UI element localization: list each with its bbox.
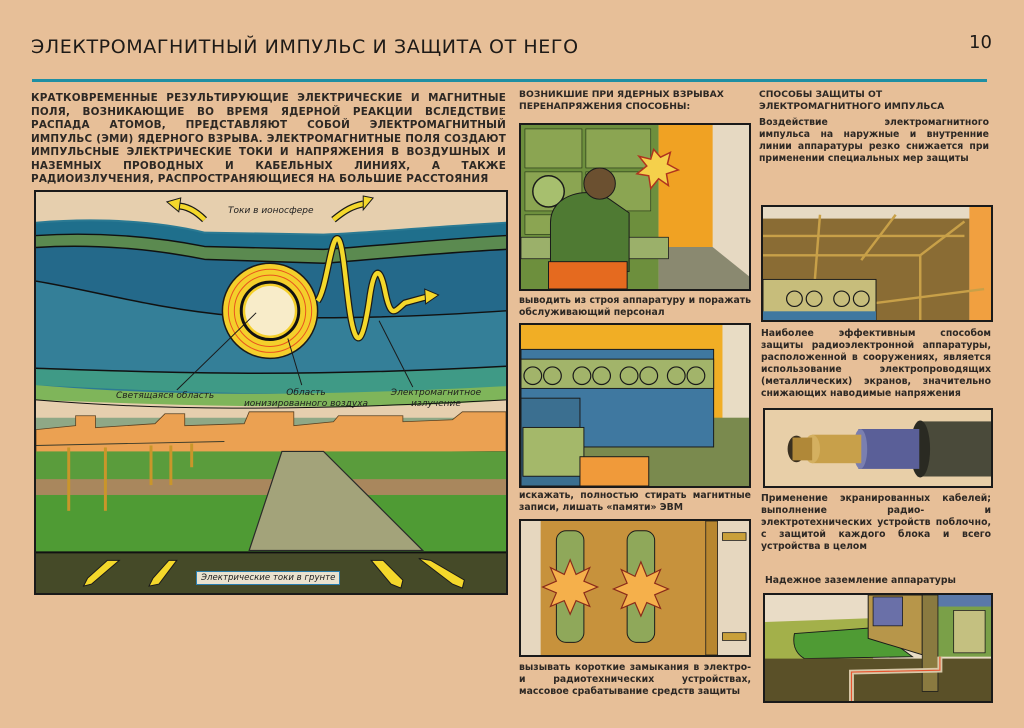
label-em-radiation: Электромагнитное излучение xyxy=(386,388,486,410)
label-ionized-air-line1: Область xyxy=(286,388,326,398)
effects-caption-2: искажать, полностью стирать магнитные за… xyxy=(519,490,751,513)
label-em-radiation-line1: Электромагнитное xyxy=(390,388,482,398)
effects-illustration-fuses xyxy=(519,519,751,657)
page-title: ЭЛЕКТРОМАГНИТНЫЙ ИМПУЛЬС И ЗАЩИТА ОТ НЕГ… xyxy=(31,36,579,58)
effects-illustration-computers xyxy=(519,323,751,488)
label-ground-currents: Электрические токи в грунте xyxy=(196,571,341,585)
protection-illustration-grounding xyxy=(763,593,993,703)
protection-illustration-cable xyxy=(763,408,993,488)
effects-heading: Возникшие при ядерных взрывах перенапряж… xyxy=(519,89,724,112)
intro-paragraph: Кратковременные результирующие электриче… xyxy=(31,92,506,185)
title-divider xyxy=(32,79,987,82)
protection-caption-2: Применение экранированных кабелей; выпол… xyxy=(761,493,991,552)
effects-caption-3: вызывать короткие замыкания в электро- и… xyxy=(519,662,751,697)
label-ionized-air-line2: ионизированного воздуха xyxy=(243,399,369,409)
label-glowing-area: Светящаяся область xyxy=(116,391,215,401)
effects-caption-1: выводить из строя аппаратуру и поражать … xyxy=(519,295,751,318)
label-em-radiation-line2: излучение xyxy=(411,399,461,409)
effects-illustration-operator xyxy=(519,123,751,291)
protection-heading: Способы защиты от электромагнитного импу… xyxy=(759,89,945,112)
emp-main-illustration: Токи в ионосфере Светящаяся область Обла… xyxy=(34,190,508,595)
page-number: 10 xyxy=(969,32,992,53)
protection-illustration-shielded-room xyxy=(761,205,993,322)
protection-intro: Воздействие электромагнитного импульса н… xyxy=(759,117,989,164)
protection-caption-3: Надежное заземление аппаратуры xyxy=(765,575,956,586)
protection-caption-1: Наиболее эффективным способом защиты рад… xyxy=(761,328,991,399)
label-ionosphere-currents: Токи в ионосфере xyxy=(228,206,314,216)
label-ionized-air: Область ионизированного воздуха xyxy=(236,388,376,410)
